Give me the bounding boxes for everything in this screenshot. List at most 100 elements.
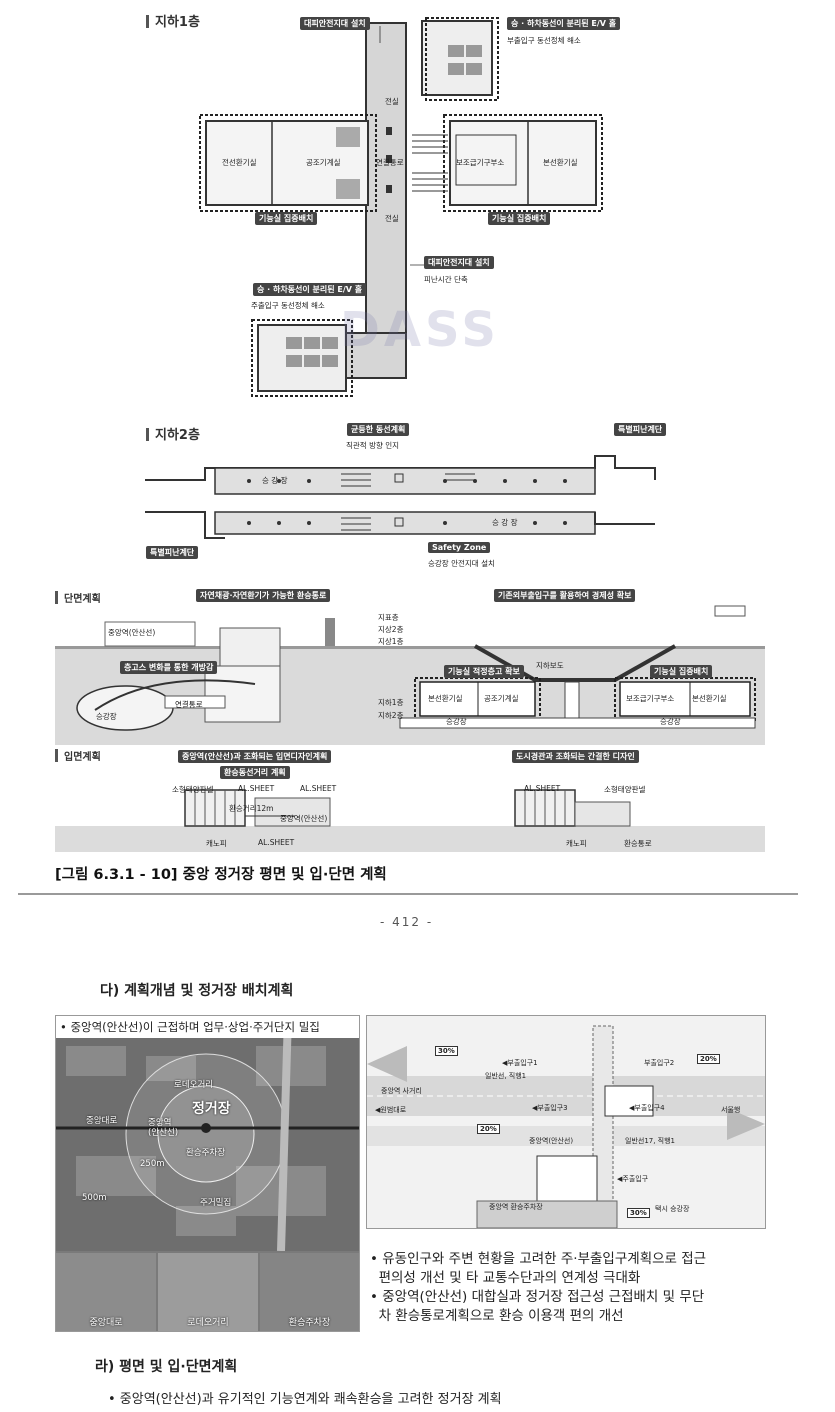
page-number: - 412 -: [380, 915, 434, 929]
elev-solar-l: 소형태양판넬: [172, 785, 214, 794]
room-corridor: 연결통로: [376, 158, 404, 167]
room-elec-left: 전선환기실: [222, 158, 257, 167]
sec-plat-r: 승강장: [660, 717, 681, 726]
level-0: 지표층: [378, 613, 399, 622]
bullet-2b: 차 환승통로계획으로 환승 이용객 편의 개선: [370, 1308, 624, 1324]
map-parking: 환승주차장: [186, 1148, 226, 1158]
elev-canopy-l: 캐노피: [206, 839, 227, 848]
level-2: 지상1층: [378, 637, 404, 646]
note-ev-top: 부출입구 동선정체 해소: [507, 36, 581, 45]
platform-top-label: 승 강 장: [262, 476, 288, 485]
tag-shelter-mid: 대피안전지대 설치: [424, 256, 494, 269]
divider: [18, 893, 798, 895]
tag-machine-right: 기능실 집중배치: [488, 212, 551, 225]
heading-d: 다) 계획개념 및 정거장 배치계획: [100, 983, 294, 999]
tag-flow: 균등한 동선계획: [347, 423, 410, 436]
elev-vent-r: 환승통로: [624, 839, 652, 848]
map-station-old: 중앙역 (안산선): [148, 1118, 179, 1138]
final-bullet: • 중앙역(안산선)과 유기적인 기능연계와 쾌속환승을 고려한 정거장 계획: [108, 1392, 502, 1407]
tag-daylight: 자연채광·자연환기가 가능한 환승통로: [196, 589, 331, 602]
level-b2: 지하2층: [378, 711, 404, 720]
site-exit1: ◀부출입구1: [502, 1059, 538, 1067]
heading-r: 라) 평면 및 입·단면계획: [95, 1359, 238, 1375]
bullet-1b: 편의성 개선 및 타 교통수단과의 연계성 극대화: [370, 1270, 641, 1286]
tag-ev-top: 승 · 하차동선이 분리된 E/V 홀: [507, 17, 621, 30]
elevation-drawing: [55, 789, 765, 852]
site-plan: [367, 1025, 765, 1228]
pct-1: 20%: [697, 1054, 720, 1064]
room-hall-bottom: 전실: [385, 214, 399, 223]
tag-harmony: 중앙역(안산선)과 조화되는 입면디자인계획: [178, 750, 332, 763]
tag-machine-left: 기능실 집중배치: [255, 212, 318, 225]
watermark: DASS: [340, 302, 500, 358]
figure-caption: [그림 6.3.1 - 10] 중앙 정거장 평면 및 입·단면 계획: [55, 867, 387, 883]
sec-shelter: 지하보도: [536, 661, 564, 670]
tag-machine-group: 기능실 집중배치: [650, 665, 713, 678]
pct-2: 20%: [477, 1124, 500, 1134]
room-aux: 보조급기구부소: [456, 158, 505, 167]
b2-platform-plan: [145, 455, 656, 539]
note-ev-bottom: 주출입구 동선정체 해소: [251, 301, 325, 310]
tag-machine-height: 기능실 적정층고 확보: [444, 665, 524, 678]
elev-al-r: AL.SHEET: [524, 784, 561, 793]
site-facility: 택시 승강장: [655, 1205, 690, 1213]
site-road-bottom: 중앙역 환승주차장: [489, 1203, 543, 1211]
b1-title: 지하1층: [146, 11, 200, 30]
bullet-list: • 유동인구와 주변 현황을 고려한 주·부출입구계획으로 접근 편의성 개선 …: [370, 1250, 770, 1326]
pct-3: 30%: [627, 1208, 650, 1218]
sec-station: 중앙역(안산선): [108, 628, 156, 637]
sec-corridor: 연결통로: [175, 700, 203, 709]
note-safety: 승강장 안전지대 설치: [428, 559, 495, 568]
pct-0: 30%: [435, 1046, 458, 1056]
elev-canopy-r: 캐노피: [566, 839, 587, 848]
map-rodeo: 로데오거리: [174, 1080, 214, 1090]
elev-solar-r: 소형태양판넬: [604, 785, 646, 794]
platform-bottom-label: 승 강 장: [492, 518, 518, 527]
elev-al-1: AL.SHEET: [238, 784, 275, 793]
map-station-new: 정거장: [192, 1101, 231, 1117]
photo-road-label: 중앙대로: [89, 1318, 123, 1328]
sec-plat-l: 승강장: [446, 717, 467, 726]
site-main: ◀주출입구: [617, 1175, 649, 1183]
aerial-map: [56, 1016, 359, 1251]
elev-al-3: AL.SHEET: [258, 838, 295, 847]
level-1: 지상2층: [378, 625, 404, 634]
map-r250: 250m: [140, 1159, 165, 1169]
section-drawing: [55, 605, 765, 745]
tag-city: 도시경관과 조화되는 간결한 디자인: [512, 750, 639, 763]
photo-rodeo-label: 로데오거리: [187, 1318, 229, 1328]
site-east: 서울행: [721, 1106, 741, 1114]
elev-al-2: AL.SHEET: [300, 784, 337, 793]
map-panel: • 중앙역(안산선)이 근접하며 업무·상업·주거단지 밀집 로데오거리 정거장…: [55, 1015, 360, 1332]
site-panel: ◀부출입구1 부출입구2 일반선, 직행1 중앙역 사거리 ◀원범대로 서울행 …: [366, 1015, 766, 1229]
photo-parking-label: 환승주차장: [288, 1318, 331, 1328]
tag-stair-top: 특별피난계단: [614, 423, 667, 436]
room-elec-right: 본선환기실: [543, 158, 578, 167]
tag-concourse: 층고스 변화를 통한 개방감: [120, 661, 218, 674]
sec-air: 공조기계실: [484, 694, 519, 703]
tag-stair-bottom: 특별피난계단: [146, 546, 199, 559]
site-exit3: ◀부출입구3: [532, 1104, 568, 1112]
room-air-left: 공조기계실: [306, 158, 341, 167]
photo-road: 중앙대로: [56, 1253, 156, 1331]
photo-rodeo: 로데오거리: [158, 1253, 258, 1331]
tag-transfer: 환승동선거리 계획: [220, 766, 290, 779]
map-r500: 500m: [82, 1193, 107, 1203]
sec-platform: 승강장: [96, 712, 117, 721]
level-b1: 지하1층: [378, 698, 404, 707]
tag-reuse: 기존외부출입구를 활용하여 경제성 확보: [494, 589, 636, 602]
note-shelter-mid: 피난시간 단축: [424, 275, 468, 284]
b1-floorplan: [199, 17, 603, 397]
note-flow: 직관적 방향 인지: [346, 441, 400, 450]
sec-elec: 본선환기실: [428, 694, 463, 703]
bullet-2a: • 중앙역(안산선) 대합실과 정거장 접근성 근접배치 및 무단: [370, 1289, 705, 1305]
tag-ev-bottom: 승 · 하차동선이 분리된 E/V 홀: [253, 283, 367, 296]
site-road-top: 중앙역 사거리: [381, 1087, 422, 1095]
site-bus-top: 일반선, 직행1: [485, 1072, 527, 1080]
site-exit4: ◀부출입구4: [629, 1104, 665, 1112]
room-hall-top: 전실: [385, 97, 399, 106]
section-title: 단면계획: [55, 590, 101, 605]
map-housing: 주거밀집: [200, 1198, 232, 1208]
tag-safety: Safety Zone: [428, 542, 491, 553]
elevation-title: 입면계획: [55, 748, 101, 763]
